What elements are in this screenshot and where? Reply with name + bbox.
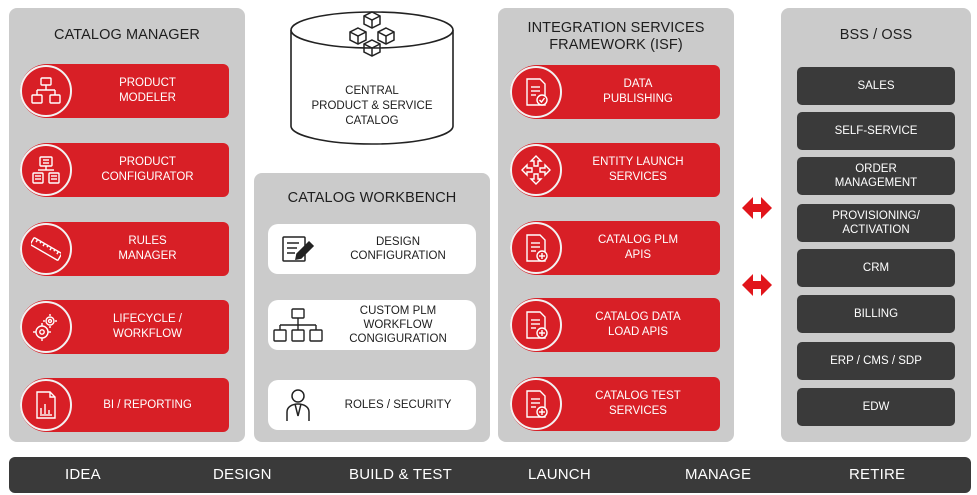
- catalog-plm-apis-item[interactable]: CATALOG PLM APIS: [510, 221, 720, 275]
- catalog-data-load-apis-label: CATALOG DATA LOAD APIS: [595, 311, 681, 338]
- roles-security-label: ROLES / SECURITY: [344, 399, 452, 411]
- bss-item-provisioning[interactable]: PROVISIONING/ ACTIVATION: [797, 204, 955, 242]
- bidirectional-arrow-icon: [742, 274, 772, 296]
- bidirectional-arrow-icon: [742, 197, 772, 219]
- gears-icon: [20, 301, 72, 353]
- product-configurator-item[interactable]: PRODUCT CONFIGURATOR: [20, 143, 229, 197]
- product-configurator-label: PRODUCT CONFIGURATOR: [101, 156, 194, 183]
- doc-plus-icon: [510, 378, 562, 430]
- hierarchy-icon: [20, 65, 72, 117]
- ruler-icon: [20, 223, 72, 275]
- rules-manager-label: RULES MANAGER: [118, 235, 177, 262]
- bss-item-erp-cms-sdp[interactable]: ERP / CMS / SDP: [797, 342, 955, 380]
- catalog-data-load-apis-item[interactable]: CATALOG DATA LOAD APIS: [510, 298, 720, 352]
- doc-plus-icon: [510, 299, 562, 351]
- stage-launch: LAUNCH: [528, 466, 591, 483]
- product-modeler-item[interactable]: PRODUCT MODELER: [20, 64, 229, 118]
- doc-plus-icon: [510, 222, 562, 274]
- bss-item-order-management[interactable]: ORDER MANAGEMENT: [797, 157, 955, 195]
- rules-manager-item[interactable]: RULES MANAGER: [20, 222, 229, 276]
- configurator-icon: [20, 144, 72, 196]
- catalog-test-services-item[interactable]: CATALOG TEST SERVICES: [510, 377, 720, 431]
- stage-idea: IDEA: [65, 466, 101, 483]
- design-configuration-item[interactable]: DESIGN CONFIGURATION: [268, 224, 476, 274]
- stage-build-test: BUILD & TEST: [349, 466, 452, 483]
- product-modeler-label: PRODUCT MODELER: [119, 77, 176, 104]
- design-configuration-label: DESIGN CONFIGURATION: [350, 236, 446, 262]
- bi-reporting-item[interactable]: BI / REPORTING: [20, 378, 229, 432]
- bss-item-edw[interactable]: EDW: [797, 388, 955, 426]
- catalog-plm-apis-label: CATALOG PLM APIS: [597, 234, 679, 261]
- hierarchy-icon: [268, 300, 328, 350]
- catalog-test-services-label: CATALOG TEST SERVICES: [595, 390, 681, 417]
- move-arrows-icon: [510, 144, 562, 196]
- central-catalog-cylinder: [290, 11, 454, 145]
- data-publishing-item[interactable]: DATA PUBLISHING: [510, 65, 720, 119]
- user-icon: [268, 380, 328, 430]
- bss-item-billing[interactable]: BILLING: [797, 295, 955, 333]
- entity-launch-services-item[interactable]: ENTITY LAUNCH SERVICES: [510, 143, 720, 197]
- boxes-icon: [349, 11, 395, 57]
- doc-check-icon: [510, 66, 562, 118]
- stage-design: DESIGN: [213, 466, 272, 483]
- bss-oss-title: BSS / OSS: [839, 27, 913, 43]
- lifecycle-workflow-item[interactable]: LIFECYCLE / WORKFLOW: [20, 300, 229, 354]
- bss-item-self-service[interactable]: SELF-SERVICE: [797, 112, 955, 150]
- report-icon: [20, 379, 72, 431]
- bss-item-crm[interactable]: CRM: [797, 249, 955, 287]
- custom-plm-workflow-item[interactable]: CUSTOM PLM WORKFLOW CONGIGURATION: [268, 300, 476, 350]
- data-publishing-label: DATA PUBLISHING: [603, 78, 673, 105]
- central-catalog-label: CENTRAL PRODUCT & SERVICE CATALOG: [311, 85, 433, 127]
- isf-title: INTEGRATION SERVICES FRAMEWORK (ISF): [527, 20, 705, 53]
- catalog-manager-title: CATALOG MANAGER: [54, 27, 200, 43]
- lifecycle-workflow-label: LIFECYCLE / WORKFLOW: [112, 313, 183, 340]
- custom-plm-workflow-label: CUSTOM PLM WORKFLOW CONGIGURATION: [349, 305, 447, 345]
- lifecycle-stage-bar: IDEA DESIGN BUILD & TEST LAUNCH MANAGE R…: [9, 457, 971, 493]
- stage-retire: RETIRE: [849, 466, 906, 483]
- roles-security-item[interactable]: ROLES / SECURITY: [268, 380, 476, 430]
- entity-launch-services-label: ENTITY LAUNCH SERVICES: [592, 156, 684, 183]
- stage-manage: MANAGE: [685, 466, 752, 483]
- bi-reporting-label: BI / REPORTING: [103, 398, 192, 411]
- document-edit-icon: [268, 224, 328, 274]
- bss-item-sales[interactable]: SALES: [797, 67, 955, 105]
- catalog-workbench-title: CATALOG WORKBENCH: [287, 190, 457, 206]
